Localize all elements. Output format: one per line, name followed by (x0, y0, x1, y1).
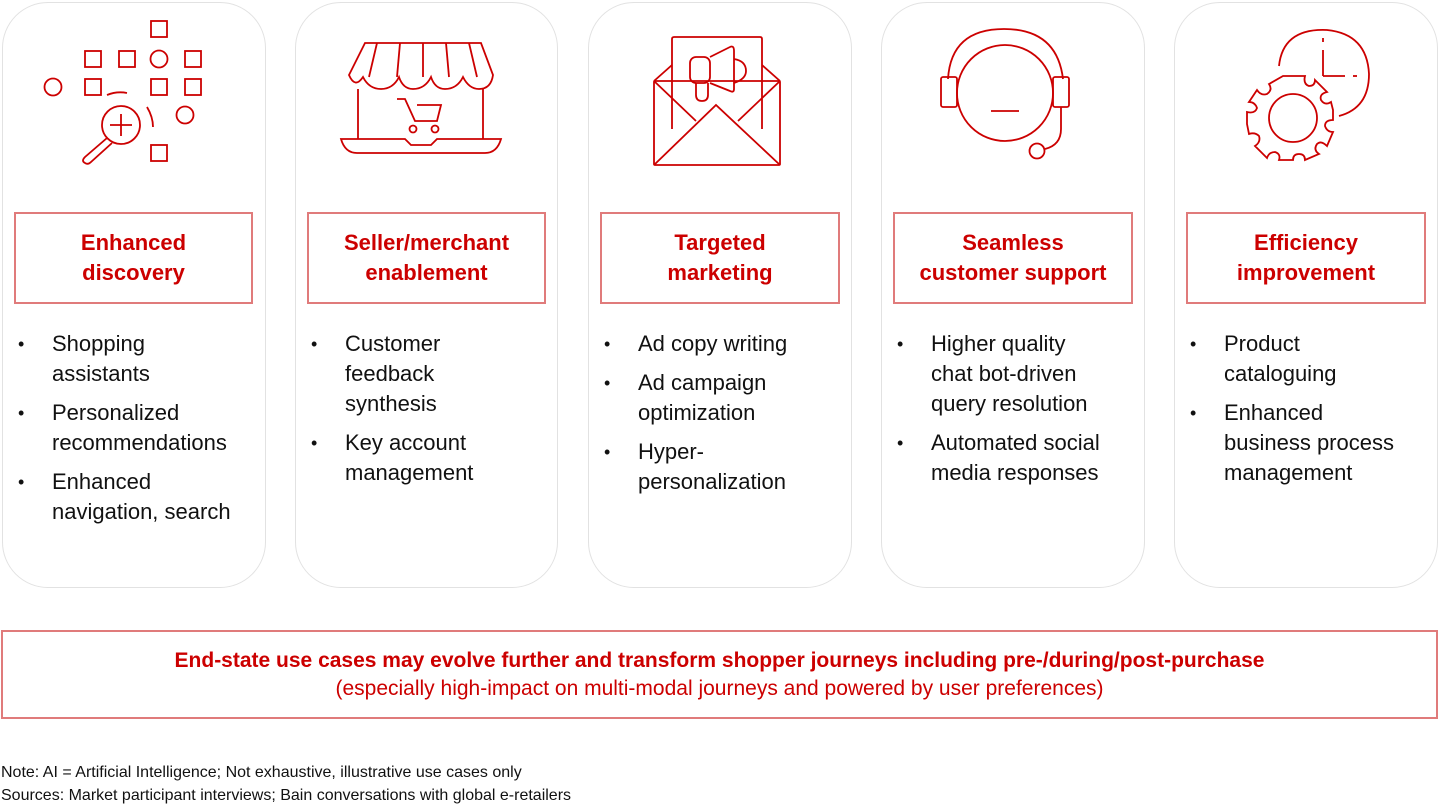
list-item: •Customer feedback synthesis (311, 331, 441, 416)
bullet-icon: • (1190, 403, 1197, 423)
category-label-box: Seller/merchant enablement (307, 212, 546, 304)
category-label-box: Enhanced discovery (14, 212, 253, 304)
bullet-icon: • (604, 373, 611, 393)
category-label-box: Efficiency improvement (1186, 212, 1426, 304)
list-item: •Key account management (311, 430, 474, 485)
use-case-card-seller-enablement: Seller/merchant enablement •Customer fee… (295, 2, 558, 588)
category-title: Efficiency improvement (1236, 230, 1376, 285)
gear-clock-icon (1175, 23, 1437, 183)
banner-headline: End-state use cases may evolve further a… (174, 648, 1265, 672)
bullet-icon: • (18, 403, 25, 423)
footnote-sources: Sources: Market participant interviews; … (1, 787, 572, 804)
list-item: •Hyper- personalization (604, 439, 786, 494)
use-case-card-customer-support: Seamless customer support •Higher qualit… (881, 2, 1145, 588)
use-case-list: •Customer feedback synthesis •Key accoun… (308, 329, 553, 497)
end-state-banner: End-state use cases may evolve further a… (1, 630, 1438, 719)
category-label-box: Seamless customer support (893, 212, 1133, 304)
list-item: •Product cataloguing (1190, 331, 1337, 386)
list-item: •Ad campaign optimization (604, 370, 767, 425)
bullet-icon: • (897, 433, 904, 453)
bullet-icon: • (18, 472, 25, 492)
banner-subline: (especially high-impact on multi-modal j… (335, 676, 1104, 700)
use-case-list: •Product cataloguing •Enhanced business … (1187, 329, 1433, 497)
bullet-icon: • (604, 334, 611, 354)
category-title: Targeted marketing (667, 230, 773, 285)
category-title: Seamless customer support (919, 230, 1107, 285)
envelope-megaphone-icon (589, 23, 851, 183)
bullet-icon: • (311, 334, 318, 354)
use-case-card-enhanced-discovery: Enhanced discovery •Shopping assistants … (2, 2, 266, 588)
list-item: •Shopping assistants (18, 331, 150, 386)
bullet-icon: • (311, 433, 318, 453)
list-item: •Ad copy writing (601, 329, 847, 359)
list-item: •Enhanced business process management (1190, 400, 1394, 485)
use-case-card-targeted-marketing: Targeted marketing •Ad copy writing •Ad … (588, 2, 852, 588)
category-label-box: Targeted marketing (600, 212, 840, 304)
category-title: Enhanced discovery (80, 230, 187, 285)
bullet-icon: • (897, 334, 904, 354)
bullet-icon: • (18, 334, 25, 354)
list-item: •Automated social media responses (897, 430, 1100, 485)
use-case-card-efficiency: Efficiency improvement •Product catalogu… (1174, 2, 1438, 588)
headset-icon (882, 23, 1144, 183)
list-item: •Enhanced navigation, search (18, 469, 231, 524)
use-case-list: •Shopping assistants •Personalized recom… (15, 329, 261, 536)
use-case-list: •Higher quality chat bot-driven query re… (894, 329, 1140, 497)
bullet-icon: • (1190, 334, 1197, 354)
use-case-list: •Ad copy writing •Ad campaign optimizati… (601, 329, 847, 506)
magnifier-grid-icon (3, 20, 265, 183)
list-item: •Personalized recommendations (18, 400, 227, 455)
list-item: •Higher quality chat bot-driven query re… (897, 331, 1088, 416)
category-title: Seller/merchant enablement (343, 230, 510, 285)
footnote-note: Note: AI = Artificial Intelligence; Not … (1, 764, 522, 781)
storefront-laptop-cart-icon (296, 23, 557, 183)
bullet-icon: • (604, 442, 611, 462)
